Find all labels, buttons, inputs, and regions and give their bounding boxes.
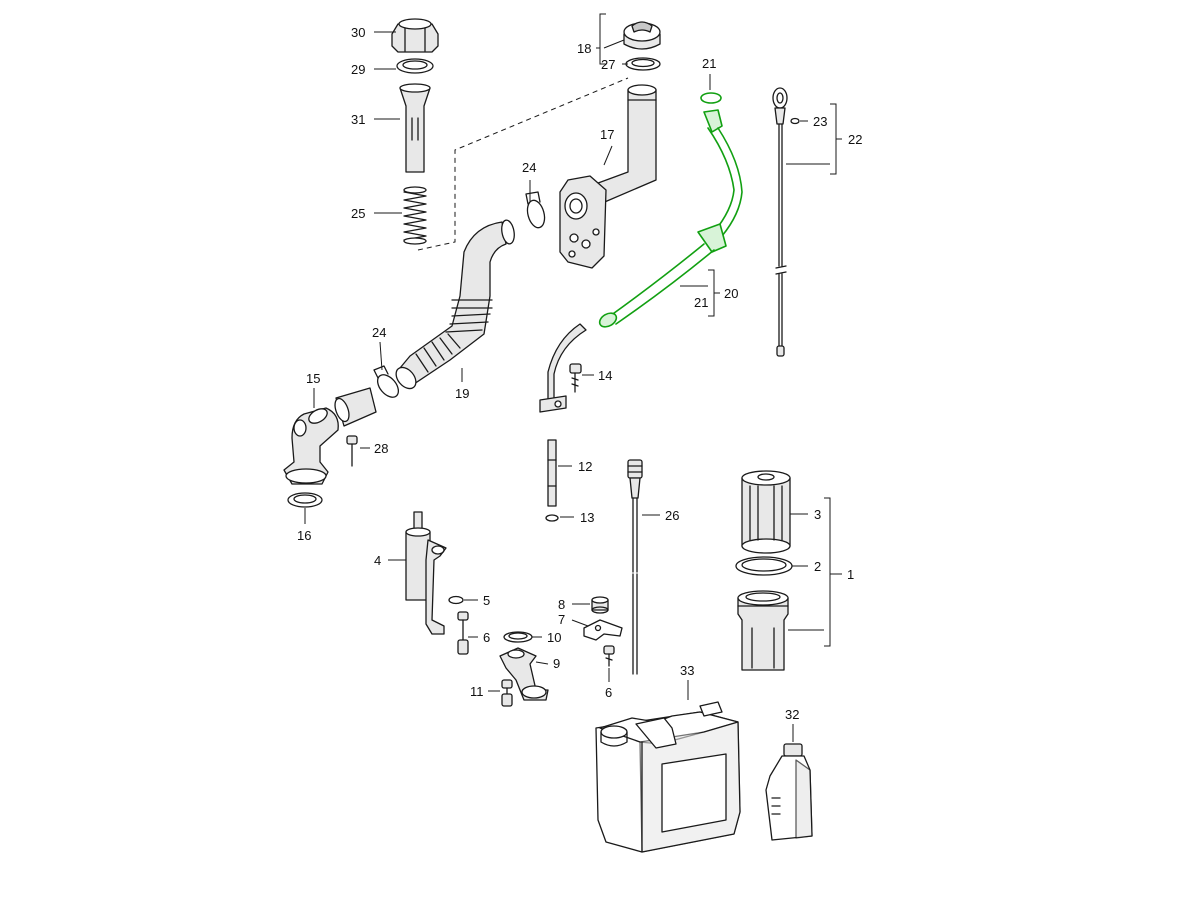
callout-4[interactable]: 4: [374, 553, 381, 568]
part-27-o-ring[interactable]: [625, 57, 661, 71]
callout-13[interactable]: 13: [580, 510, 594, 525]
part-29-seal-ring[interactable]: [396, 58, 434, 74]
callout-19[interactable]: 19: [455, 386, 469, 401]
part-5-o-ring[interactable]: [448, 595, 464, 605]
callout-33[interactable]: 33: [680, 663, 694, 678]
callout-21-lower[interactable]: 21: [694, 295, 708, 310]
part-1-filter-housing[interactable]: [737, 590, 789, 671]
callout-32[interactable]: 32: [785, 707, 799, 722]
callout-12[interactable]: 12: [578, 459, 592, 474]
callout-22[interactable]: 22: [848, 132, 862, 147]
callout-16[interactable]: 16: [297, 528, 311, 543]
callout-labels: 30 29 31 25 18 27 17 24 21 22 23 20 21 2…: [297, 25, 862, 722]
callout-10[interactable]: 10: [547, 630, 561, 645]
callout-11[interactable]: 11: [470, 684, 484, 699]
part-19-breather-hose[interactable]: [392, 219, 516, 392]
callout-1[interactable]: 1: [847, 567, 854, 582]
callout-31[interactable]: 31: [351, 112, 365, 127]
part-9-suction-pipe[interactable]: [499, 647, 549, 701]
part-15-elbow-connector[interactable]: [283, 387, 377, 485]
part-32-oil-bottle[interactable]: [765, 743, 813, 841]
callout-7[interactable]: 7: [558, 612, 565, 627]
part-7-bracket[interactable]: [583, 619, 623, 641]
callout-25[interactable]: 25: [351, 206, 365, 221]
part-17-filler-pipe[interactable]: [559, 84, 657, 269]
callout-5[interactable]: 5: [483, 593, 490, 608]
part-24-hose-clamp-lower[interactable]: [373, 365, 403, 401]
part-16-seal-ring[interactable]: [287, 492, 323, 508]
part-2-o-ring[interactable]: [735, 556, 793, 576]
part-33-oil-canister[interactable]: [595, 701, 741, 853]
callout-20[interactable]: 20: [724, 286, 738, 301]
callout-26[interactable]: 26: [665, 508, 679, 523]
callout-3[interactable]: 3: [814, 507, 821, 522]
part-20-guide-tube[interactable]: [597, 109, 743, 330]
part-11-bolt[interactable]: [501, 679, 513, 707]
part-31-sleeve[interactable]: [399, 83, 431, 173]
part-10-o-ring[interactable]: [503, 631, 533, 643]
assembly-guide-line: [417, 77, 629, 251]
callout-2[interactable]: 2: [814, 559, 821, 574]
part-6-bolt-a[interactable]: [457, 611, 469, 655]
part-23-o-ring[interactable]: [790, 117, 800, 125]
callout-24-upper[interactable]: 24: [522, 160, 536, 175]
part-25-spring[interactable]: [403, 186, 427, 245]
part-24-hose-clamp-upper[interactable]: [525, 191, 548, 230]
part-4-oil-pump[interactable]: [405, 511, 447, 635]
callout-18[interactable]: 18: [577, 41, 591, 56]
part-28-bolt[interactable]: [346, 435, 358, 467]
callout-29[interactable]: 29: [351, 62, 365, 77]
callout-8[interactable]: 8: [558, 597, 565, 612]
part-30-cap-nut[interactable]: [391, 18, 439, 53]
callout-27[interactable]: 27: [601, 57, 615, 72]
callout-6-a[interactable]: 6: [483, 630, 490, 645]
part-13-o-ring[interactable]: [545, 514, 559, 522]
part-21-o-ring-upper[interactable]: [700, 92, 722, 104]
callout-6-b[interactable]: 6: [605, 685, 612, 700]
part-12-oil-pipe[interactable]: [539, 323, 587, 507]
part-14-bolt[interactable]: [569, 363, 582, 393]
leader-lines: [304, 13, 842, 742]
callout-28[interactable]: 28: [374, 441, 388, 456]
callout-9[interactable]: 9: [553, 656, 560, 671]
callout-14[interactable]: 14: [598, 368, 612, 383]
callout-15[interactable]: 15: [306, 371, 320, 386]
callout-21-upper[interactable]: 21: [702, 56, 716, 71]
part-22-dipstick[interactable]: [772, 87, 788, 357]
part-8-rubber-mount[interactable]: [591, 596, 609, 614]
callout-23[interactable]: 23: [813, 114, 827, 129]
callout-24-lower[interactable]: 24: [372, 325, 386, 340]
part-26-level-sensor[interactable]: [627, 459, 643, 675]
part-3-filter-element[interactable]: [741, 470, 791, 554]
part-6-bolt-b[interactable]: [603, 645, 615, 667]
callout-17[interactable]: 17: [600, 127, 614, 142]
callout-30[interactable]: 30: [351, 25, 365, 40]
part-18-filler-cap[interactable]: [623, 21, 661, 50]
